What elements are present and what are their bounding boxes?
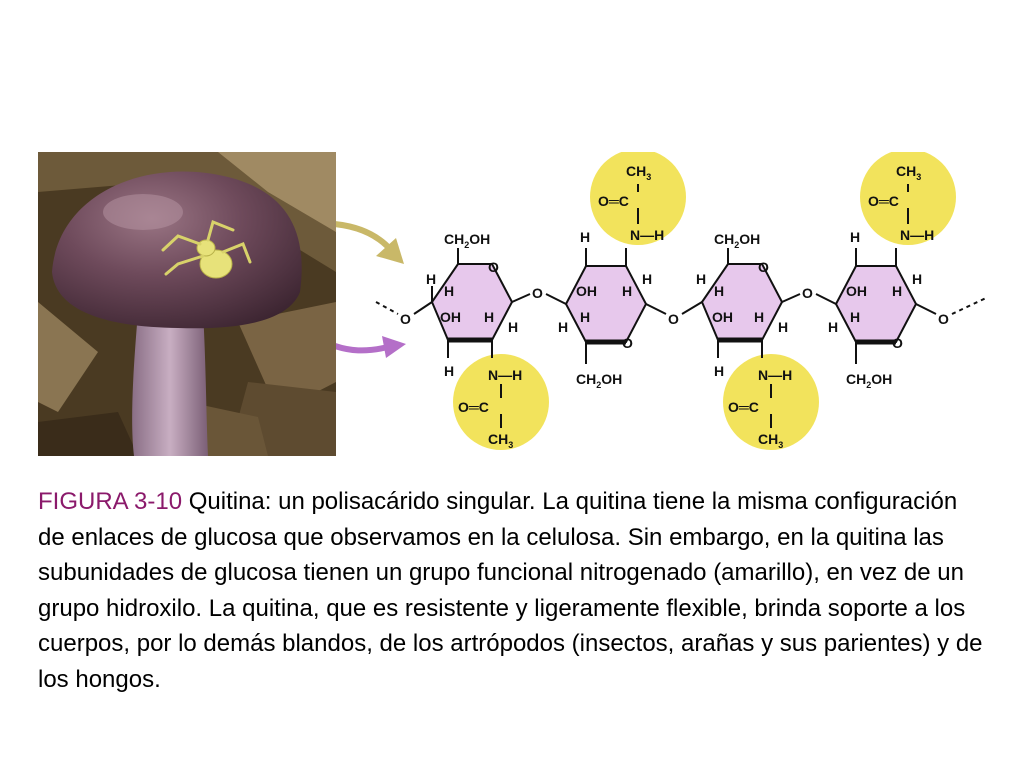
yellow-arrowhead	[376, 238, 404, 264]
acetyl-group-highlight	[590, 152, 686, 245]
chitin-structure-diagram: CH2OH OH OH OH OH O O O O O O O O O H H …	[336, 152, 987, 450]
h-label: H	[444, 363, 454, 379]
h-label: H	[714, 363, 724, 379]
oc-label: O═C	[728, 399, 759, 415]
figure-label: FIGURA 3-10	[38, 488, 183, 515]
ch3-label: CH3	[758, 431, 783, 450]
glucose-ring	[834, 265, 918, 343]
o-link-label: O	[400, 311, 411, 327]
acetyl-group-highlight	[453, 354, 549, 450]
h-label: H	[696, 271, 706, 287]
oc-label: O═C	[598, 193, 629, 209]
o-link-label: O	[938, 311, 949, 327]
ch2oh-label: CH2OH	[846, 371, 892, 390]
glucose-ring	[564, 265, 648, 343]
h-label: H	[508, 319, 518, 335]
oh-label: OH	[712, 309, 733, 325]
atom-labels: CH2OH OH OH OH OH O O O O O O O O O H H …	[400, 163, 949, 450]
caption-text: Quitina: un polisacárido singular. La qu…	[38, 488, 983, 693]
nh-label: N—H	[900, 227, 934, 243]
glucose-ring	[700, 263, 784, 341]
o-ring-label: O	[892, 335, 903, 351]
h-label: H	[828, 319, 838, 335]
h-label: H	[714, 283, 724, 299]
mushroom-with-crab-spider-photo	[38, 152, 336, 456]
glucose-ring	[430, 263, 514, 341]
nh-label: N—H	[758, 367, 792, 383]
h-label: H	[850, 309, 860, 325]
ch3-label: CH3	[896, 163, 921, 182]
oh-label: OH	[440, 309, 461, 325]
oc-label: O═C	[458, 399, 489, 415]
o-ring-label: O	[488, 259, 499, 275]
oh-label: OH	[576, 283, 597, 299]
o-link-label: O	[532, 285, 543, 301]
h-label: H	[754, 309, 764, 325]
h-label: H	[892, 283, 902, 299]
nh-label: N—H	[630, 227, 664, 243]
o-link-label: O	[668, 311, 679, 327]
ch2oh-label: CH2OH	[444, 231, 490, 250]
ch3-label: CH3	[626, 163, 651, 182]
acetyl-group-highlight	[860, 152, 956, 245]
h-label: H	[558, 319, 568, 335]
purple-arrowhead	[382, 336, 406, 358]
nh-label: N—H	[488, 367, 522, 383]
yellow-pointer-arrow	[336, 221, 394, 253]
h-label: H	[642, 271, 652, 287]
ch3-label: CH3	[488, 431, 513, 450]
o-ring-label: O	[622, 335, 633, 351]
purple-pointer-arrow	[336, 343, 389, 354]
ch2oh-label: CH2OH	[576, 371, 622, 390]
h-label: H	[580, 309, 590, 325]
figure-caption: FIGURA 3-10 Quitina: un polisacárido sin…	[38, 484, 988, 698]
h-label: H	[444, 283, 454, 299]
h-label: H	[912, 271, 922, 287]
h-label: H	[580, 229, 590, 245]
o-ring-label: O	[758, 259, 769, 275]
h-label: H	[484, 309, 494, 325]
h-label: H	[850, 229, 860, 245]
h-label: H	[622, 283, 632, 299]
chemical-bonds	[375, 184, 987, 428]
oh-label: OH	[846, 283, 867, 299]
o-link-label: O	[802, 285, 813, 301]
oc-label: O═C	[868, 193, 899, 209]
h-label: H	[426, 271, 436, 287]
h-label: H	[778, 319, 788, 335]
acetyl-group-highlight	[723, 354, 819, 450]
ch2oh-label: CH2OH	[714, 231, 760, 250]
